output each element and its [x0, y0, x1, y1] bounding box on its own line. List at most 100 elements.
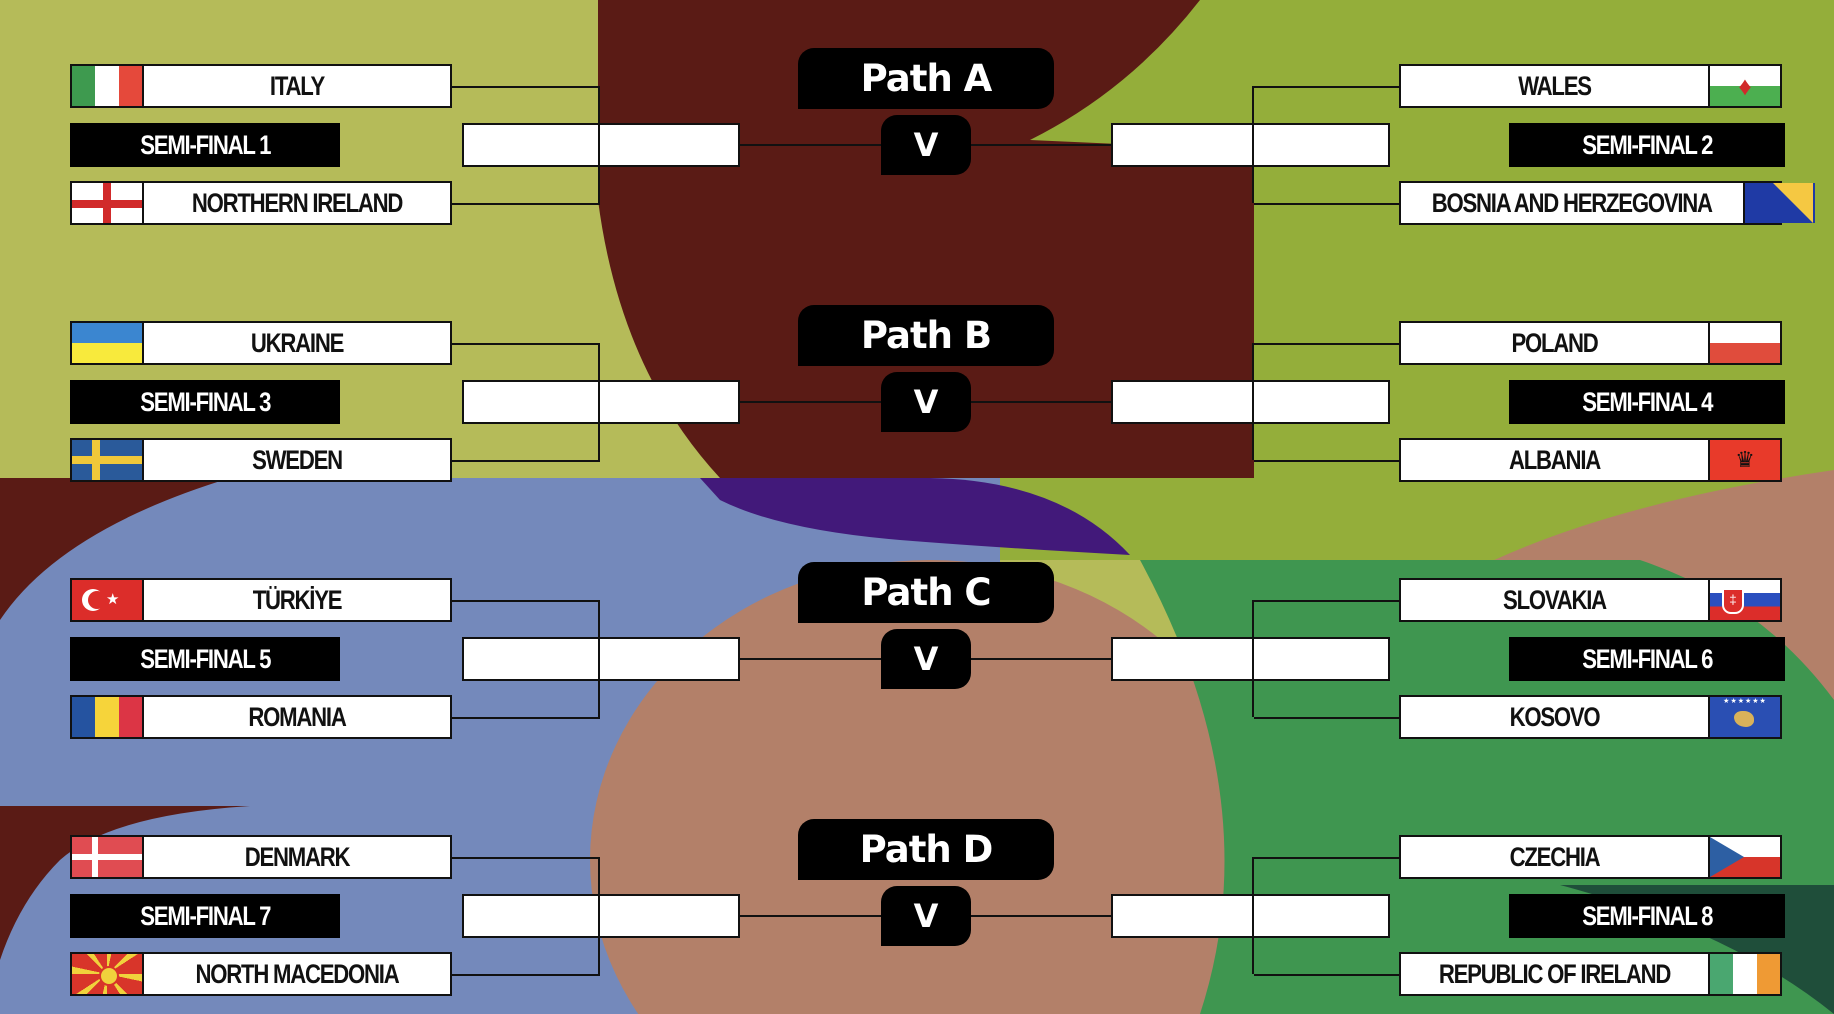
bg-brown-main [598, 0, 1254, 478]
bracket-connector [452, 717, 600, 719]
winner-slot-right [1111, 637, 1390, 681]
path-label: Path A [798, 48, 1054, 109]
kosovo-flag-icon: ★★★★★★ [1708, 697, 1780, 737]
sweden-flag-icon [72, 440, 144, 480]
final-connector [971, 144, 1111, 146]
team-box-right-team-bottom: BOSNIA AND HERZEGOVINA [1399, 181, 1815, 225]
winner-slot-left [462, 123, 740, 167]
semi-final-label: SEMI-FINAL 3 [70, 380, 340, 424]
bracket-connector [1254, 974, 1399, 976]
path-label: Path D [798, 819, 1054, 880]
bracket-connector [1252, 857, 1254, 974]
versus-badge: V [881, 886, 971, 946]
team-box-right-team-bottom: KOSOVO ★★★★★★ [1399, 695, 1782, 739]
bg-brown-wedge-upper [0, 478, 230, 620]
versus-badge: V [881, 115, 971, 175]
semi-final-label: SEMI-FINAL 8 [1509, 894, 1785, 938]
team-box-left-team-bottom: NORTHERN IRELAND [70, 181, 452, 225]
final-connector [740, 658, 881, 660]
bracket-connector [1254, 343, 1399, 345]
team-box-right-team-top: SLOVAKIA ‡ [1399, 578, 1782, 622]
semi-final-label: SEMI-FINAL 1 [70, 123, 340, 167]
team-name: SWEDEN [252, 444, 343, 475]
bracket-connector [1254, 717, 1399, 719]
bracket-connector [1254, 460, 1399, 462]
final-connector [740, 401, 881, 403]
semi-final-text: SEMI-FINAL 5 [140, 643, 271, 674]
bg-purple-lens [700, 478, 1130, 555]
team-box-left-team-top: DENMARK [70, 835, 452, 879]
team-name: KOSOVO [1509, 701, 1601, 732]
semi-final-text: SEMI-FINAL 6 [1582, 643, 1713, 674]
versus-badge: V [881, 372, 971, 432]
team-box-right-team-bottom: REPUBLIC OF IRELAND [1399, 952, 1782, 996]
poland-flag-icon [1708, 323, 1780, 363]
final-connector [971, 401, 1111, 403]
bracket-connector [598, 343, 600, 460]
team-name: NORTH MACEDONIA [195, 958, 400, 989]
bg-tan-circle [590, 560, 1270, 1014]
bracket-connector [452, 86, 600, 88]
bracket-connector [1254, 600, 1399, 602]
bracket-connector [452, 857, 600, 859]
bracket-connector [452, 460, 600, 462]
team-box-left-team-top: ITALY [70, 64, 452, 108]
semi-final-text: SEMI-FINAL 1 [140, 129, 271, 160]
bracket-connector [1252, 600, 1254, 717]
winner-slot-right [1111, 123, 1390, 167]
final-connector [740, 144, 881, 146]
north-macedonia-flag-icon [72, 954, 144, 994]
bracket-connector [1254, 86, 1399, 88]
team-box-right-team-top: POLAND [1399, 321, 1782, 365]
team-box-right-team-top: CZECHIA [1399, 835, 1782, 879]
bracket-connector [598, 86, 600, 203]
team-box-right-team-bottom: ALBANIA ♛ [1399, 438, 1782, 482]
bracket-connector [1254, 857, 1399, 859]
final-connector [740, 915, 881, 917]
team-name: NORTHERN IRELAND [191, 187, 404, 218]
slovakia-flag-icon: ‡ [1708, 580, 1780, 620]
team-name: SLOVAKIA [1503, 584, 1607, 615]
semi-final-label: SEMI-FINAL 5 [70, 637, 340, 681]
team-name: ALBANIA [1508, 444, 1601, 475]
team-name: REPUBLIC OF IRELAND [1438, 958, 1671, 989]
albania-flag-icon: ♛ [1708, 440, 1780, 480]
team-box-right-team-top: WALES♦ [1399, 64, 1782, 108]
bg-brown-wedge-lower [0, 806, 250, 960]
winner-slot-left [462, 637, 740, 681]
team-name: TÜRKİYE [252, 584, 343, 615]
czechia-flag-icon [1708, 837, 1780, 877]
republic-of-ireland-flag-icon [1708, 954, 1780, 994]
turkiye-flag-icon: ★ [72, 580, 144, 620]
italy-flag-icon [72, 66, 144, 106]
winner-slot-right [1111, 894, 1390, 938]
team-box-left-team-bottom: ROMANIA [70, 695, 452, 739]
semi-final-text: SEMI-FINAL 4 [1582, 386, 1713, 417]
bracket-connector [598, 857, 600, 974]
bracket-connector [452, 600, 600, 602]
bracket-connector [1252, 86, 1254, 203]
semi-final-text: SEMI-FINAL 7 [140, 900, 271, 931]
semi-final-text: SEMI-FINAL 3 [140, 386, 271, 417]
bracket-connector [452, 203, 600, 205]
team-box-left-team-top: ★ TÜRKİYE [70, 578, 452, 622]
path-label: Path C [798, 562, 1054, 623]
semi-final-label: SEMI-FINAL 6 [1509, 637, 1785, 681]
winner-slot-left [462, 380, 740, 424]
wales-flag-icon: ♦ [1708, 66, 1780, 106]
bracket-connector [452, 343, 600, 345]
northern-ireland-flag-icon [72, 183, 144, 223]
team-box-left-team-top: UKRAINE [70, 321, 452, 365]
path-label: Path B [798, 305, 1054, 366]
semi-final-text: SEMI-FINAL 8 [1582, 900, 1713, 931]
bracket-connector [1254, 203, 1399, 205]
team-name: DENMARK [244, 841, 351, 872]
ukraine-flag-icon [72, 323, 144, 363]
team-name: ROMANIA [248, 701, 346, 732]
winner-slot-left [462, 894, 740, 938]
team-box-left-team-bottom: SWEDEN [70, 438, 452, 482]
bracket-connector [598, 600, 600, 717]
winner-slot-right [1111, 380, 1390, 424]
bosnia-herzegovina-flag-icon [1742, 183, 1815, 223]
final-connector [971, 915, 1111, 917]
